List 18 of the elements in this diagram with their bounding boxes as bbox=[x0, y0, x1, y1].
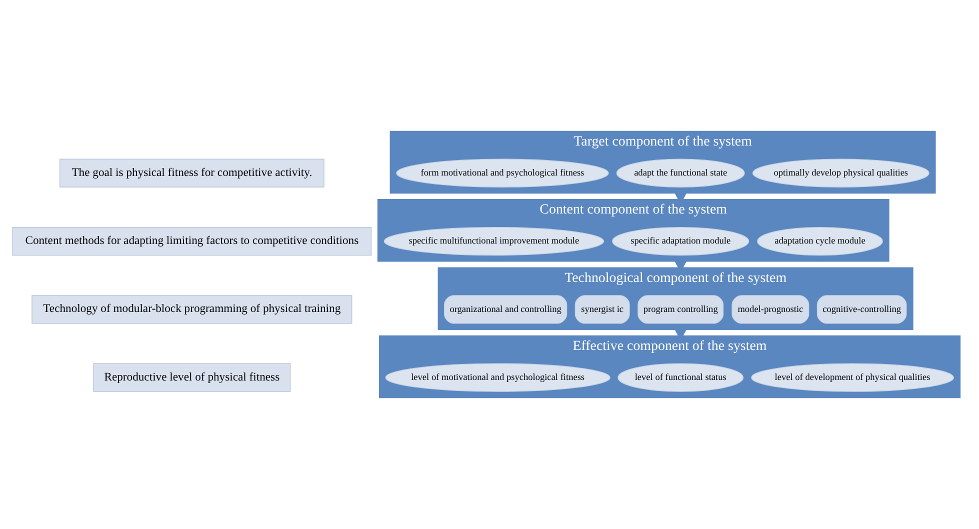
node-ellipse: level of functional status bbox=[618, 363, 744, 392]
node-ellipse: optimally develop physical qualities bbox=[752, 158, 930, 188]
node-ellipse: level of development of physical qualities bbox=[751, 363, 954, 392]
node-ellipse: adapt the functional state bbox=[616, 158, 745, 188]
node-ellipse: form motivational and psychological fitness bbox=[396, 158, 609, 188]
node-box: Technology of modular-block programming of physical training bbox=[32, 295, 352, 324]
node-box: synergist ic bbox=[574, 295, 630, 324]
node-box: Content methods for adapting limiting factors to competitive conditions bbox=[12, 226, 372, 256]
node-box: cognitive-controlling bbox=[816, 295, 907, 324]
node-box: Reproductive level of physical fitness bbox=[93, 363, 291, 392]
node-box: The goal is physical fitness for competitive activity. bbox=[59, 158, 324, 188]
node-ellipse: specific multifunctional improvement module bbox=[384, 226, 604, 256]
node-ellipse: adaptation cycle module bbox=[757, 226, 883, 256]
node-box: program controlling bbox=[638, 295, 724, 324]
node-box: model-prognostic bbox=[732, 295, 810, 324]
node-box: organizational and controlling bbox=[444, 295, 568, 324]
node-ellipse: specific adaptation module bbox=[612, 226, 750, 256]
node-ellipse: level of motivational and psychological fitness bbox=[385, 363, 610, 392]
